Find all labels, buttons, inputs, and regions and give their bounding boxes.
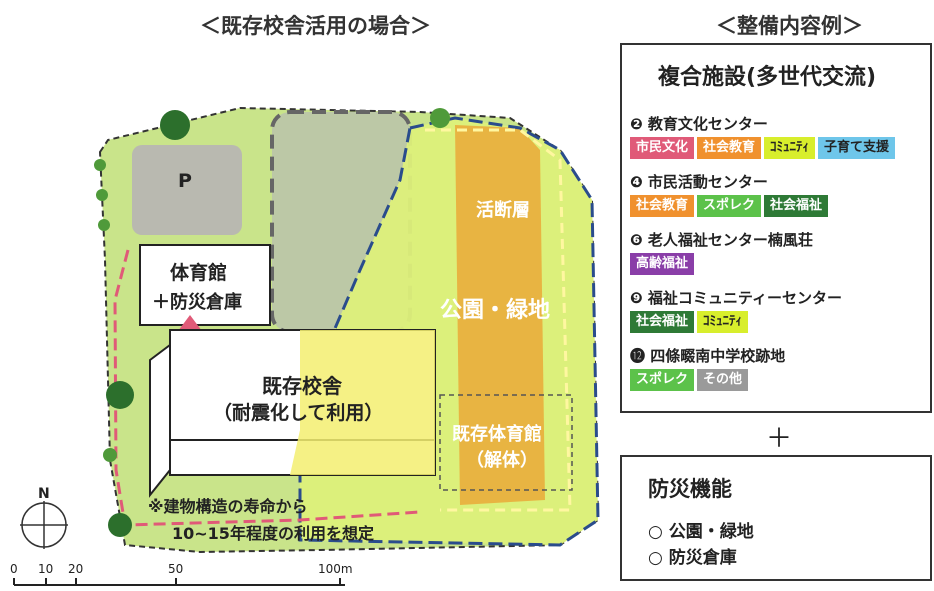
tag-other: その他 [697, 369, 749, 391]
tag-elderly-welfare: 高齢福祉 [630, 253, 695, 275]
scale-label-10: 10 [38, 562, 54, 576]
school-label-1: 既存校舎 [262, 374, 342, 398]
compass-north-label: N [38, 486, 50, 502]
fault-label: 活断層 [476, 200, 530, 221]
facility-tags: 高齢福祉 [630, 253, 695, 275]
facility-tags: 社会福祉 ｺﾐｭﾆﾃｨ [630, 311, 749, 333]
tag-sports-recreation: スポレク [697, 195, 762, 217]
tree-7 [98, 219, 110, 231]
scale-label-20: 20 [68, 562, 84, 576]
school-boundary [113, 249, 421, 527]
tree-1 [160, 110, 190, 140]
tag-social-education: 社会教育 [697, 137, 762, 159]
facility-tags: 市民文化 社会教育 ｺﾐｭﾆﾃｨ 子育て支援 [630, 137, 896, 159]
site-plan-map [13, 106, 600, 586]
parking-label: P [178, 170, 192, 192]
gym-label-1: 体育館 [170, 262, 228, 284]
tree-6 [96, 189, 108, 201]
scale-label-100: 100m [318, 562, 353, 576]
lifespan-note-2: 10~15年程度の利用を想定 [172, 524, 374, 543]
tag-civic-culture: 市民文化 [630, 137, 695, 159]
tree-2 [430, 108, 450, 128]
facility-name: ⓬ 四條畷南中学校跡地 [630, 347, 786, 365]
scale-label-50: 50 [168, 562, 184, 576]
scale-label-0: 0 [10, 562, 18, 576]
school-label-2: （耐震化して利用） [213, 402, 384, 424]
gym-building [139, 244, 271, 326]
tag-community: ｺﾐｭﾆﾃｨ [764, 137, 816, 159]
complex-title: 複合施設(多世代交流) [658, 65, 877, 90]
lifespan-note-1: ※建物構造の寿命から [148, 497, 308, 516]
site-plan-title: ＜既存校舎活用の場合＞ [200, 14, 431, 38]
fault-boundary [425, 128, 572, 512]
gym-label-2: ＋防災倉庫 [152, 292, 242, 313]
tree-5 [94, 159, 106, 171]
facility-name: ❹ 市民活動センター [630, 173, 768, 191]
facility-name: ❷ 教育文化センター [630, 115, 768, 133]
park-label: 公園・緑地 [440, 298, 551, 323]
tag-childcare-support: 子育て支援 [818, 137, 896, 159]
tag-sports-recreation: スポレク [630, 369, 695, 391]
school-side [149, 343, 171, 498]
disaster-item-park: ○ 公園・緑地 [648, 522, 754, 542]
disaster-function-panel: 防災機能 ○ 公園・緑地 ○ 防災倉庫 [620, 455, 932, 581]
old-gym-label-1: 既存体育館 [452, 424, 542, 445]
tag-social-welfare: 社会福祉 [764, 195, 829, 217]
examples-title: ＜整備内容例＞ [716, 14, 863, 38]
park-boundary [298, 116, 600, 547]
school-yellow [290, 330, 435, 475]
old-gym-outline [439, 394, 573, 491]
old-gym-label-2: （解体） [466, 450, 538, 471]
tree-4 [108, 513, 132, 537]
facility-name: ❾ 福祉コミュニティーセンター [630, 289, 843, 307]
tag-community: ｺﾐｭﾆﾃｨ [697, 311, 749, 333]
facility-name: ❻ 老人福祉センター楠風荘 [630, 231, 813, 249]
complex-facility-panel: 複合施設(多世代交流) ❷ 教育文化センター 市民文化 社会教育 ｺﾐｭﾆﾃｨ … [620, 43, 932, 413]
tree-3 [106, 381, 134, 409]
disaster-title: 防災機能 [648, 477, 732, 501]
plus-sign: ＋ [766, 424, 793, 454]
facility-tags: スポレク その他 [630, 369, 749, 391]
facility-tags: 社会教育 スポレク 社会福祉 [630, 195, 829, 217]
parking-area [132, 145, 242, 235]
tree-8 [103, 448, 117, 462]
tag-social-welfare: 社会福祉 [630, 311, 695, 333]
tag-social-education: 社会教育 [630, 195, 695, 217]
disaster-item-storage: ○ 防災倉庫 [648, 548, 737, 568]
fault-stripe [455, 125, 545, 505]
